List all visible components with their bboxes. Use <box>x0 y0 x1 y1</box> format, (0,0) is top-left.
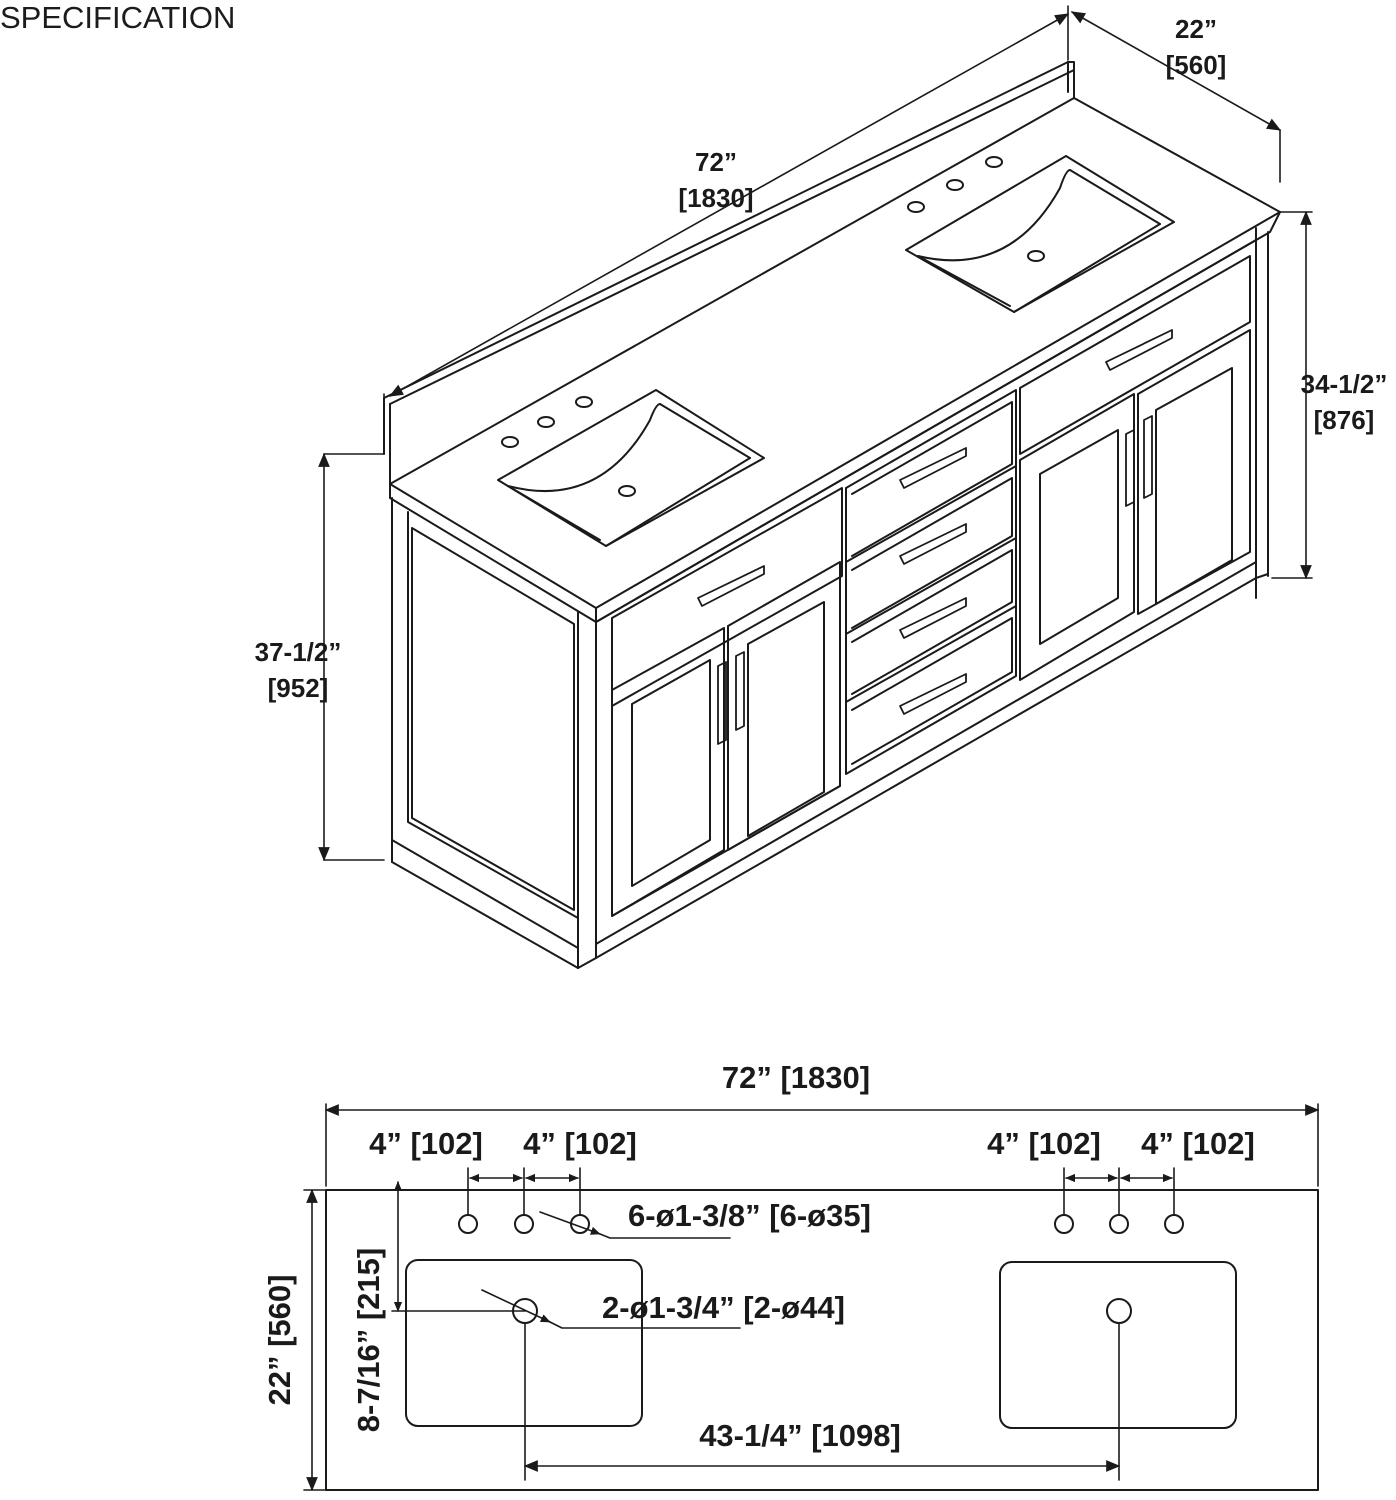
drain-spacing-label: 43-1/4” [1098] <box>699 1418 901 1453</box>
width-inches-label: 72” <box>695 147 737 177</box>
total-height-dimension-line <box>318 452 385 862</box>
left-hole-spacing-a-label: 4” [102] <box>369 1126 483 1161</box>
drawer-handles <box>697 329 1173 745</box>
width-mm-label: [1830] <box>678 183 753 213</box>
cabinet-height-mm-label: [876] <box>1314 405 1375 435</box>
left-sink-basin <box>497 389 765 547</box>
cabinet-height-dimension-line <box>1271 210 1313 580</box>
countertop-outline <box>325 1189 1319 1491</box>
faucet-holes <box>458 1214 1184 1234</box>
total-height-mm-label: [952] <box>268 673 329 703</box>
cabinet-height-inches-label: 34-1/2” <box>1301 369 1388 399</box>
backsplash <box>383 61 1075 485</box>
drain-offset-label: 8-7/16” [215] <box>351 1248 386 1432</box>
top-depth-label: 22” [560] <box>262 1275 297 1406</box>
faucet-holes-label: 6-ø1-3/8” [6-ø35] <box>628 1198 871 1233</box>
depth-inches-label: 22” <box>1175 14 1217 44</box>
cabinet-front <box>577 227 1269 969</box>
left-sink-outline <box>405 1259 643 1427</box>
top-view-dimensions <box>303 1103 1320 1492</box>
right-sink-outline <box>999 1261 1237 1429</box>
drain-holes-label: 2-ø1-3/4” [2-ø44] <box>602 1290 845 1325</box>
right-hole-spacing-a-label: 4” [102] <box>987 1126 1101 1161</box>
depth-dimension-line <box>1070 11 1282 183</box>
cabinet-side-panel <box>391 497 579 969</box>
left-hole-spacing-b-label: 4” [102] <box>523 1126 637 1161</box>
right-sink-basin <box>905 155 1175 313</box>
page-title: SPECIFICATION <box>0 0 236 35</box>
top-width-label: 72” [1830] <box>722 1060 870 1095</box>
total-height-inches-label: 37-1/2” <box>255 637 342 667</box>
depth-mm-label: [560] <box>1166 50 1227 80</box>
top-view-drawing <box>325 1189 1319 1491</box>
right-hole-spacing-b-label: 4” [102] <box>1141 1126 1255 1161</box>
width-dimension-line <box>383 5 1070 399</box>
isometric-vanity-drawing <box>318 5 1313 969</box>
